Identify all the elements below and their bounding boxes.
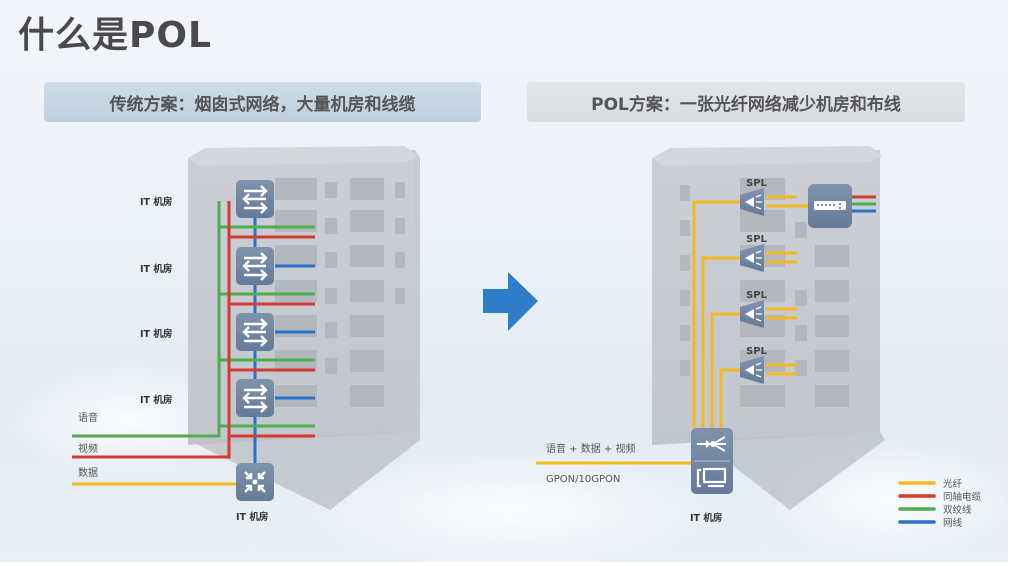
it-room-label: IT 机房 xyxy=(140,196,172,208)
switch-arrows-icon xyxy=(242,252,268,281)
olt-it-room-label: IT 机房 xyxy=(690,512,722,524)
floor-switch xyxy=(236,379,274,417)
fiber-riser xyxy=(701,256,742,428)
optical-splitter-icon xyxy=(740,300,764,328)
computer-icon xyxy=(696,467,727,488)
optical-splitter-icon xyxy=(740,244,764,272)
video-label: 视频 xyxy=(78,442,98,455)
splitter-label: SPL xyxy=(746,290,768,301)
optical-splitter-icon xyxy=(740,188,764,216)
onu-outputs xyxy=(852,195,876,213)
optical-splitter-icon xyxy=(740,356,764,384)
legend-label: 网线 xyxy=(943,517,963,529)
right-arrow-icon xyxy=(483,272,538,331)
onu-box-icon xyxy=(814,201,846,210)
splitter-symbol-icon xyxy=(697,436,726,452)
traditional-header: 传统方案：烟囱式网络，大量机房和线缆 xyxy=(44,82,481,122)
fiber-riser xyxy=(710,312,742,428)
switch-arrows-icon xyxy=(242,318,268,347)
data-label: 数据 xyxy=(78,466,98,479)
splitter-label: SPL xyxy=(746,234,768,245)
switch-arrows-icon xyxy=(242,185,268,214)
splitter-label: SPL xyxy=(746,346,768,357)
core-router-icon xyxy=(244,471,266,493)
voice-label: 语音 xyxy=(78,411,98,424)
service-label: 语音 + 数据 + 视频 xyxy=(546,442,635,455)
fiber-riser xyxy=(719,368,742,428)
floor-switch xyxy=(236,313,274,351)
legend: 光纤 同轴电缆 双绞线 网线 xyxy=(898,478,982,529)
legend-label: 双绞线 xyxy=(943,504,972,516)
fiber-riser xyxy=(692,200,742,428)
core-switch xyxy=(236,463,274,501)
it-room-label: IT 机房 xyxy=(140,328,172,340)
switch-arrows-icon xyxy=(242,384,268,413)
olt-device xyxy=(691,428,733,494)
voice-line xyxy=(72,201,221,438)
legend-label: 光纤 xyxy=(943,478,963,490)
video-line xyxy=(72,201,231,459)
splitter-label: SPL xyxy=(746,178,768,189)
it-room-label: IT 机房 xyxy=(140,394,172,406)
fiber-cabling xyxy=(536,195,808,465)
floor-switch xyxy=(236,180,274,218)
pol-header: POL方案：一张光纤网络减少机房和布线 xyxy=(527,82,965,122)
core-it-room-label: IT 机房 xyxy=(236,511,268,523)
left-building xyxy=(188,146,420,510)
legend-label: 同轴电缆 xyxy=(943,491,982,503)
page-title: 什么是POL xyxy=(18,15,212,56)
onu-device xyxy=(808,184,852,228)
gpon-label: GPON/10GPON xyxy=(546,474,620,485)
floor-switch xyxy=(236,247,274,285)
it-room-label: IT 机房 xyxy=(140,263,172,275)
